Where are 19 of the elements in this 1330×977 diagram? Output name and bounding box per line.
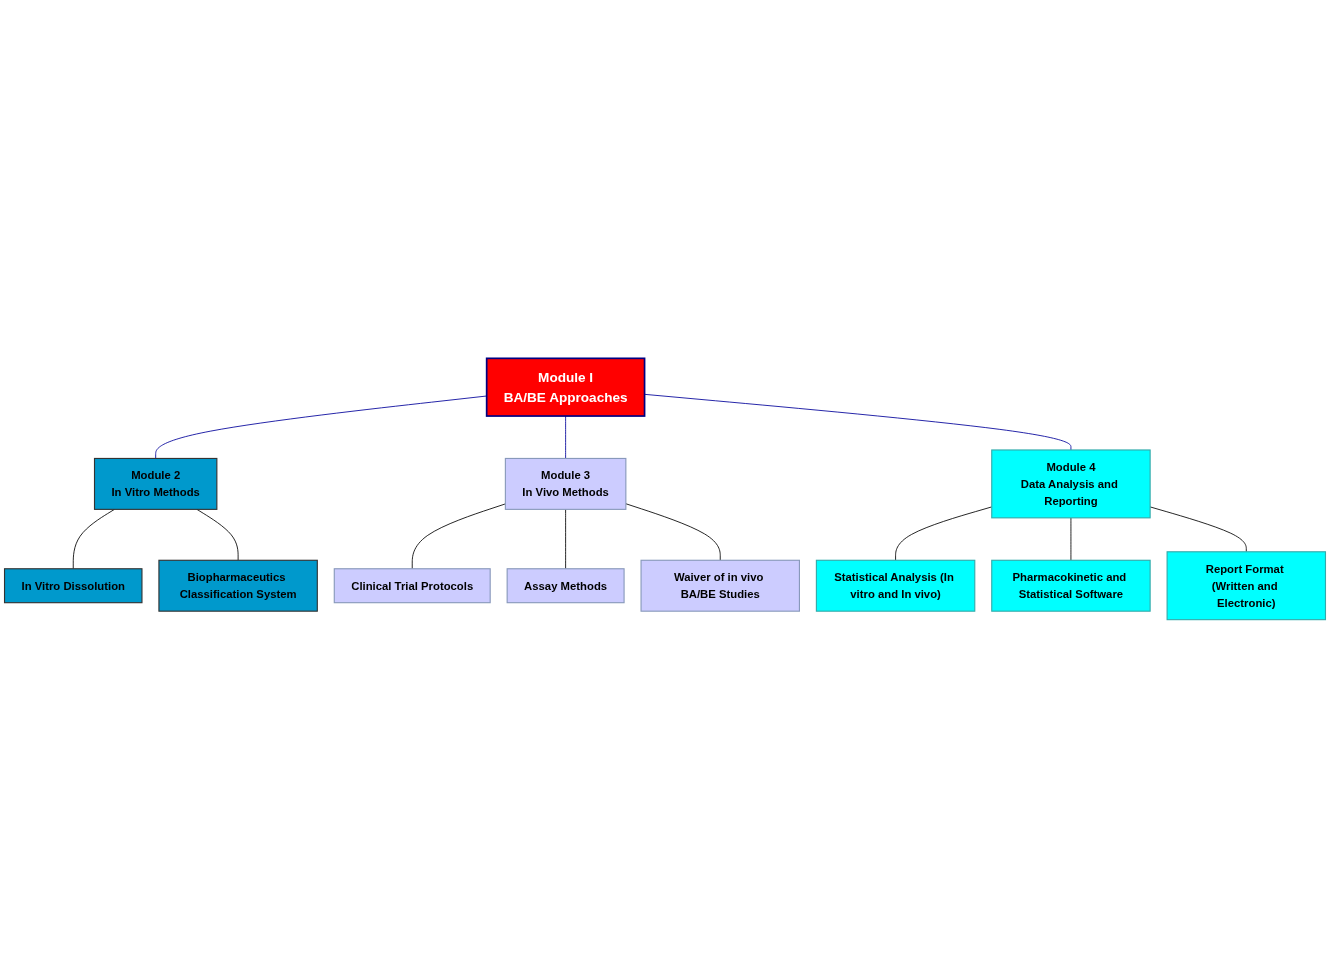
node-box: Clinical Trial Protocols xyxy=(333,567,491,603)
node-box: Statistical Analysis (In vitro and In vivo) xyxy=(815,559,976,612)
connector xyxy=(72,508,115,569)
connector xyxy=(625,502,721,561)
node-box: Assay Methods xyxy=(506,567,625,603)
connector xyxy=(196,508,239,561)
node-box: In Vitro Dissolution xyxy=(3,567,143,603)
connector xyxy=(644,393,1072,450)
connector xyxy=(565,508,567,569)
node-box: Biopharmaceutics Classification System xyxy=(158,559,318,612)
node-box: Module I BA/BE Approaches xyxy=(485,357,646,417)
node-box: Module 2 In Vitro Methods xyxy=(93,457,218,510)
node-box: Module 3 In Vivo Methods xyxy=(504,457,627,510)
node-box: Pharmacokinetic and Statistical Software xyxy=(991,559,1151,612)
connector xyxy=(565,415,567,459)
node-box: Module 4 Data Analysis and Reporting xyxy=(991,448,1151,518)
node-box: Waiver of in vivo BA/BE Studies xyxy=(640,559,800,612)
node-box: Report Format (Written and Electronic) xyxy=(1166,550,1327,620)
connector xyxy=(411,502,506,569)
